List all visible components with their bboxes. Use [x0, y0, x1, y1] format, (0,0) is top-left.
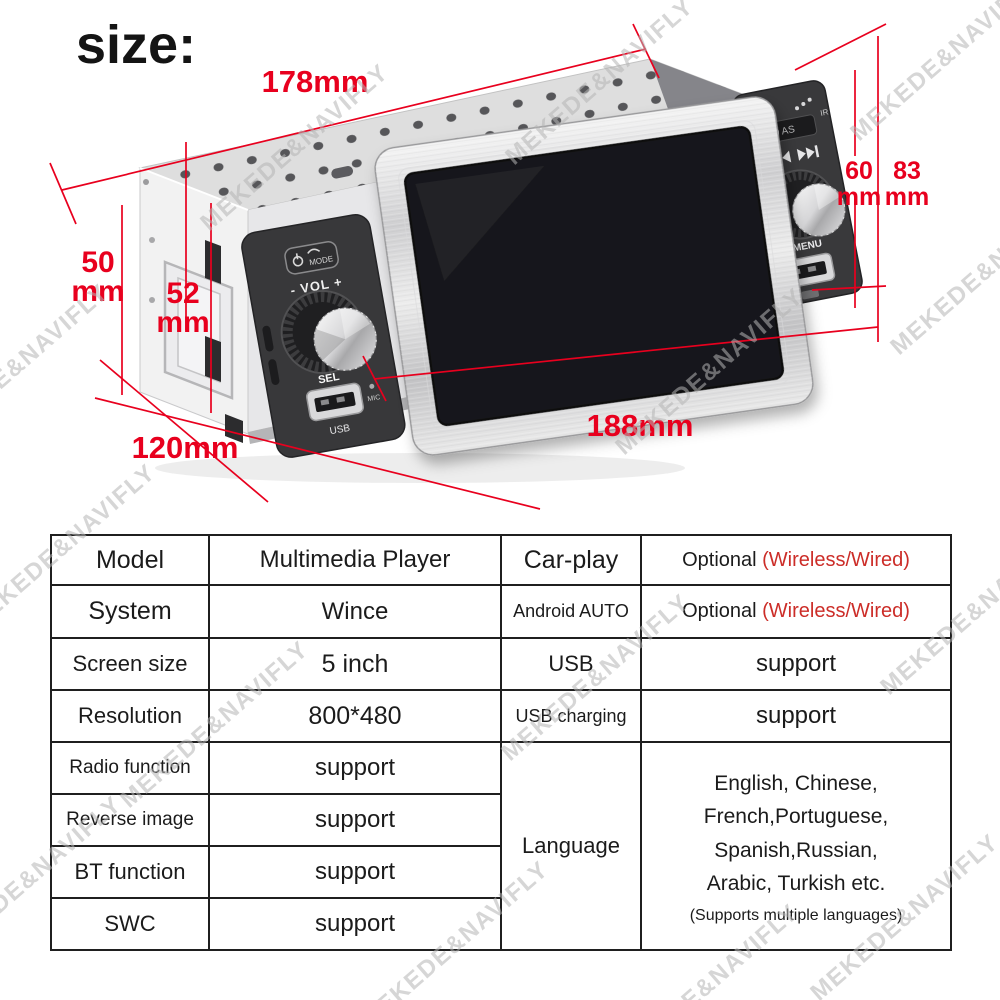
car-stereo-illustration: MODE - VOL + SEL USB	[49, 23, 887, 510]
language-line: Arabic, Turkish etc.	[706, 871, 886, 895]
phone-icon	[307, 248, 321, 254]
spec-label-radio: Radio function	[50, 741, 210, 795]
spec-value-model: Multimedia Player	[208, 534, 502, 586]
spec-label-model: Model	[50, 534, 210, 586]
spec-label-language: Language	[500, 741, 642, 951]
language-line: English, Chinese,	[714, 772, 878, 796]
spec-label-bt: BT function	[50, 845, 210, 899]
spec-label-system: System	[50, 584, 210, 639]
language-line: Spanish,Russian,	[714, 838, 878, 862]
product-figure: MODE - VOL + SEL USB	[49, 15, 930, 510]
dimension-chassis-width: 178mm	[261, 64, 369, 99]
spec-label-swc: SWC	[50, 897, 210, 951]
spec-value-bt: support	[208, 845, 502, 899]
usb-label: USB	[329, 423, 351, 437]
spec-value-system: Wince	[208, 584, 502, 639]
table-row: Model Multimedia Player Car-play Optiona…	[50, 534, 952, 586]
spec-label-screen-size: Screen size	[50, 637, 210, 691]
table-row: SWC support	[50, 897, 951, 951]
spec-value-screen-size: 5 inch	[208, 637, 502, 691]
spec-value-radio: support	[208, 741, 502, 795]
spec-table: Model Multimedia Player Car-play Optiona…	[50, 534, 952, 951]
mic-hole	[369, 383, 375, 389]
spec-label-carplay: Car-play	[500, 534, 642, 586]
volume-knob	[280, 290, 377, 375]
battery-icon	[801, 288, 820, 300]
spec-label-usb: USB	[500, 637, 642, 691]
speaker-dots	[795, 97, 812, 111]
power-icon	[292, 253, 304, 267]
screen-panel	[403, 125, 785, 427]
table-row: System Wince Android AUTO Optional (Wire…	[50, 584, 952, 639]
spec-value-swc: support	[208, 897, 502, 951]
spec-label-usb-charging: USB charging	[500, 689, 642, 743]
table-row: Radio function support Language English,…	[50, 741, 952, 951]
sel-label: SEL	[317, 371, 340, 387]
spec-label-reverse-image: Reverse image	[50, 793, 210, 847]
table-row: Resolution 800*480 USB charging support	[50, 689, 952, 743]
screen-assembly	[374, 96, 814, 456]
language-note: (Supports multiple languages)	[689, 906, 903, 924]
next-track-icon	[796, 145, 820, 161]
vent-hole-pattern	[140, 59, 758, 210]
table-row: Screen size 5 inch USB support	[50, 637, 952, 691]
spec-value-android-auto: Optional (Wireless/Wired)	[640, 584, 952, 639]
spec-value-usb-charging: support	[640, 689, 952, 743]
ir-label: IR	[820, 107, 830, 117]
dimension-lines	[49, 23, 887, 510]
spec-label-android-auto: Android AUTO	[500, 584, 642, 639]
language-line: French,Portuguese,	[703, 805, 889, 829]
spec-value-carplay: Optional (Wireless/Wired)	[640, 534, 952, 586]
mode-button: MODE	[284, 241, 339, 275]
dimension-chassis-depth: 120mm	[131, 430, 239, 465]
mode-label: MODE	[309, 254, 334, 267]
spec-value-language: English, Chinese, French,Portuguese, Spa…	[640, 741, 952, 951]
spec-value-reverse-image: support	[208, 793, 502, 847]
mounting-tabs	[205, 240, 243, 443]
table-row: Reverse image support	[50, 793, 951, 847]
size-heading: size:	[76, 15, 197, 75]
spec-value-resolution: 800*480	[208, 689, 502, 743]
ground-shadow	[155, 453, 685, 483]
usb-port	[305, 382, 364, 422]
mic-label: MIC	[367, 394, 381, 403]
spec-value-usb: support	[640, 637, 952, 691]
spec-label-resolution: Resolution	[50, 689, 210, 743]
left-control-module: MODE - VOL + SEL USB	[241, 214, 406, 458]
table-row: BT function support	[50, 845, 951, 899]
dimension-screen-width: 188mm	[586, 408, 694, 443]
